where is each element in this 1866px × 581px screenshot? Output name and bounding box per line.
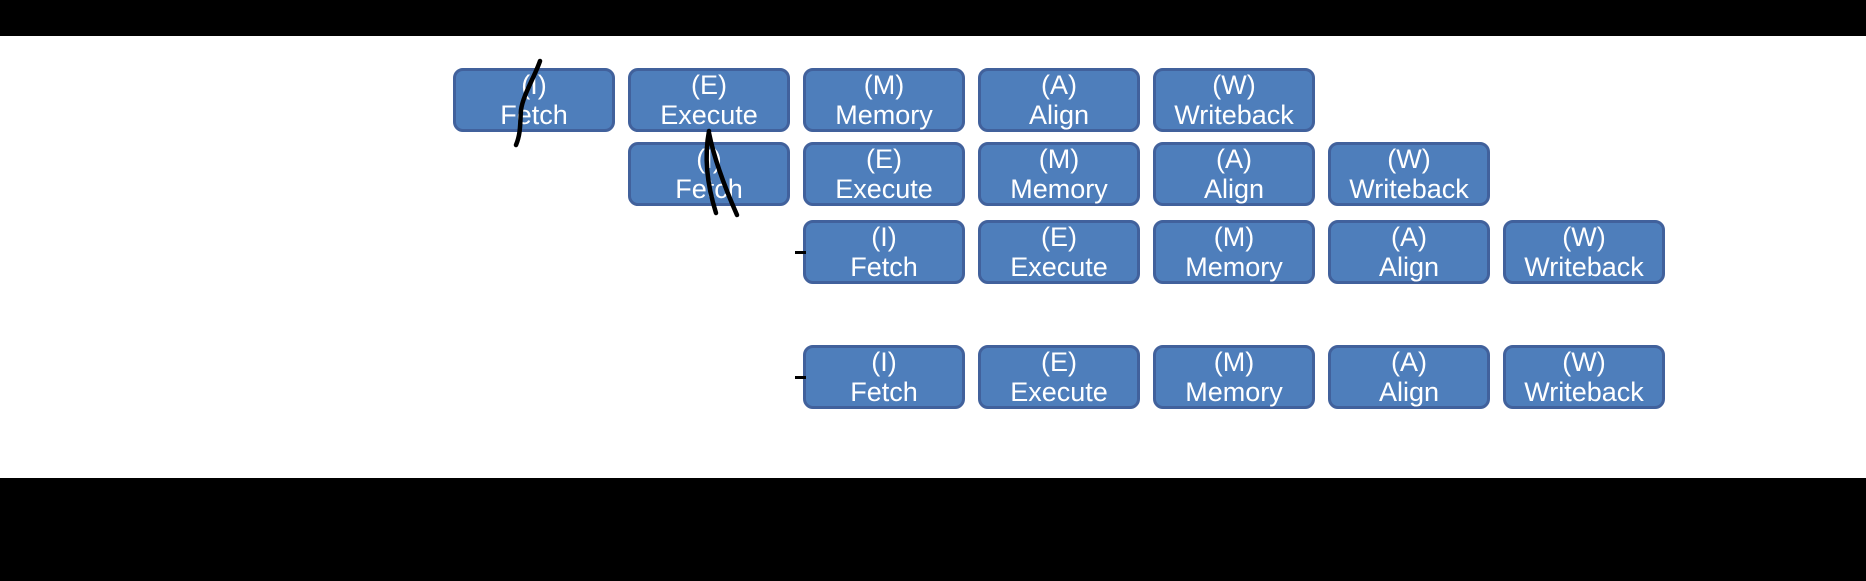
stage-abbr: (E) [691,70,727,100]
stage-box-instruction-1-align: (A)Align [978,68,1140,132]
stage-box-instruction-3-fetch: (I)Fetch [803,220,965,284]
stage-box-instruction-1-fetch: (I)Fetch [453,68,615,132]
stage-abbr: (A) [1041,70,1077,100]
stage-box-instruction-n-writeback: (W)Writeback [1503,345,1665,409]
stage-box-instruction-2-execute: (E)Execute [803,142,965,206]
stage-abbr: (E) [1041,222,1077,252]
stage-label: Fetch [675,174,743,204]
stage-box-instruction-3-memory: (M)Memory [1153,220,1315,284]
stage-label: Execute [660,100,758,130]
stage-abbr: (M) [863,70,905,100]
stage-box-instruction-1-memory: (M)Memory [803,68,965,132]
stage-label: Align [1378,377,1440,407]
stage-box-instruction-2-align: (A)Align [1153,142,1315,206]
stage-label: Memory [1010,174,1108,204]
stage-label: Memory [835,100,933,130]
stage-label: Fetch [850,377,918,407]
stage-abbr: (I) [871,222,897,252]
connector-tick-1 [795,251,806,254]
stage-label: Memory [1185,377,1283,407]
stage-box-instruction-2-fetch: (I)Fetch [628,142,790,206]
stage-label: Writeback [1349,174,1469,204]
stage-label: Writeback [1524,252,1644,282]
stage-abbr: (W) [1212,70,1256,100]
stage-label: Fetch [500,100,568,130]
stage-label: Align [1378,252,1440,282]
connector-tick-2 [795,376,806,379]
stage-box-instruction-n-memory: (M)Memory [1153,345,1315,409]
stage-abbr: (E) [1041,347,1077,377]
stage-label: Memory [1185,252,1283,282]
stage-box-instruction-1-execute: (E)Execute [628,68,790,132]
stage-label: Fetch [850,252,918,282]
stage-label: Writeback [1524,377,1644,407]
stage-box-instruction-n-execute: (E)Execute [978,345,1140,409]
stage-box-instruction-3-execute: (E)Execute [978,220,1140,284]
stage-abbr: (A) [1391,347,1427,377]
stage-label: Writeback [1174,100,1294,130]
stage-abbr: (I) [871,347,897,377]
stage-abbr: (I) [696,144,722,174]
stage-box-instruction-3-align: (A)Align [1328,220,1490,284]
stage-abbr: (W) [1562,222,1606,252]
stage-label: Align [1028,100,1090,130]
stage-box-instruction-2-memory: (M)Memory [978,142,1140,206]
stage-box-instruction-1-writeback: (W)Writeback [1153,68,1315,132]
stage-label: Align [1203,174,1265,204]
stage-box-instruction-2-writeback: (W)Writeback [1328,142,1490,206]
stage-abbr: (A) [1391,222,1427,252]
stage-label: Execute [1010,252,1108,282]
stage-abbr: (I) [521,70,547,100]
stage-label: Execute [1010,377,1108,407]
stage-abbr: (M) [1213,347,1255,377]
stage-abbr: (W) [1387,144,1431,174]
stage-abbr: (A) [1216,144,1252,174]
stage-abbr: (E) [866,144,902,174]
stage-box-instruction-n-align: (A)Align [1328,345,1490,409]
stage-abbr: (M) [1213,222,1255,252]
stage-box-instruction-3-writeback: (W)Writeback [1503,220,1665,284]
stage-label: Execute [835,174,933,204]
stage-box-instruction-n-fetch: (I)Fetch [803,345,965,409]
stage-abbr: (W) [1562,347,1606,377]
stage-abbr: (M) [1038,144,1080,174]
